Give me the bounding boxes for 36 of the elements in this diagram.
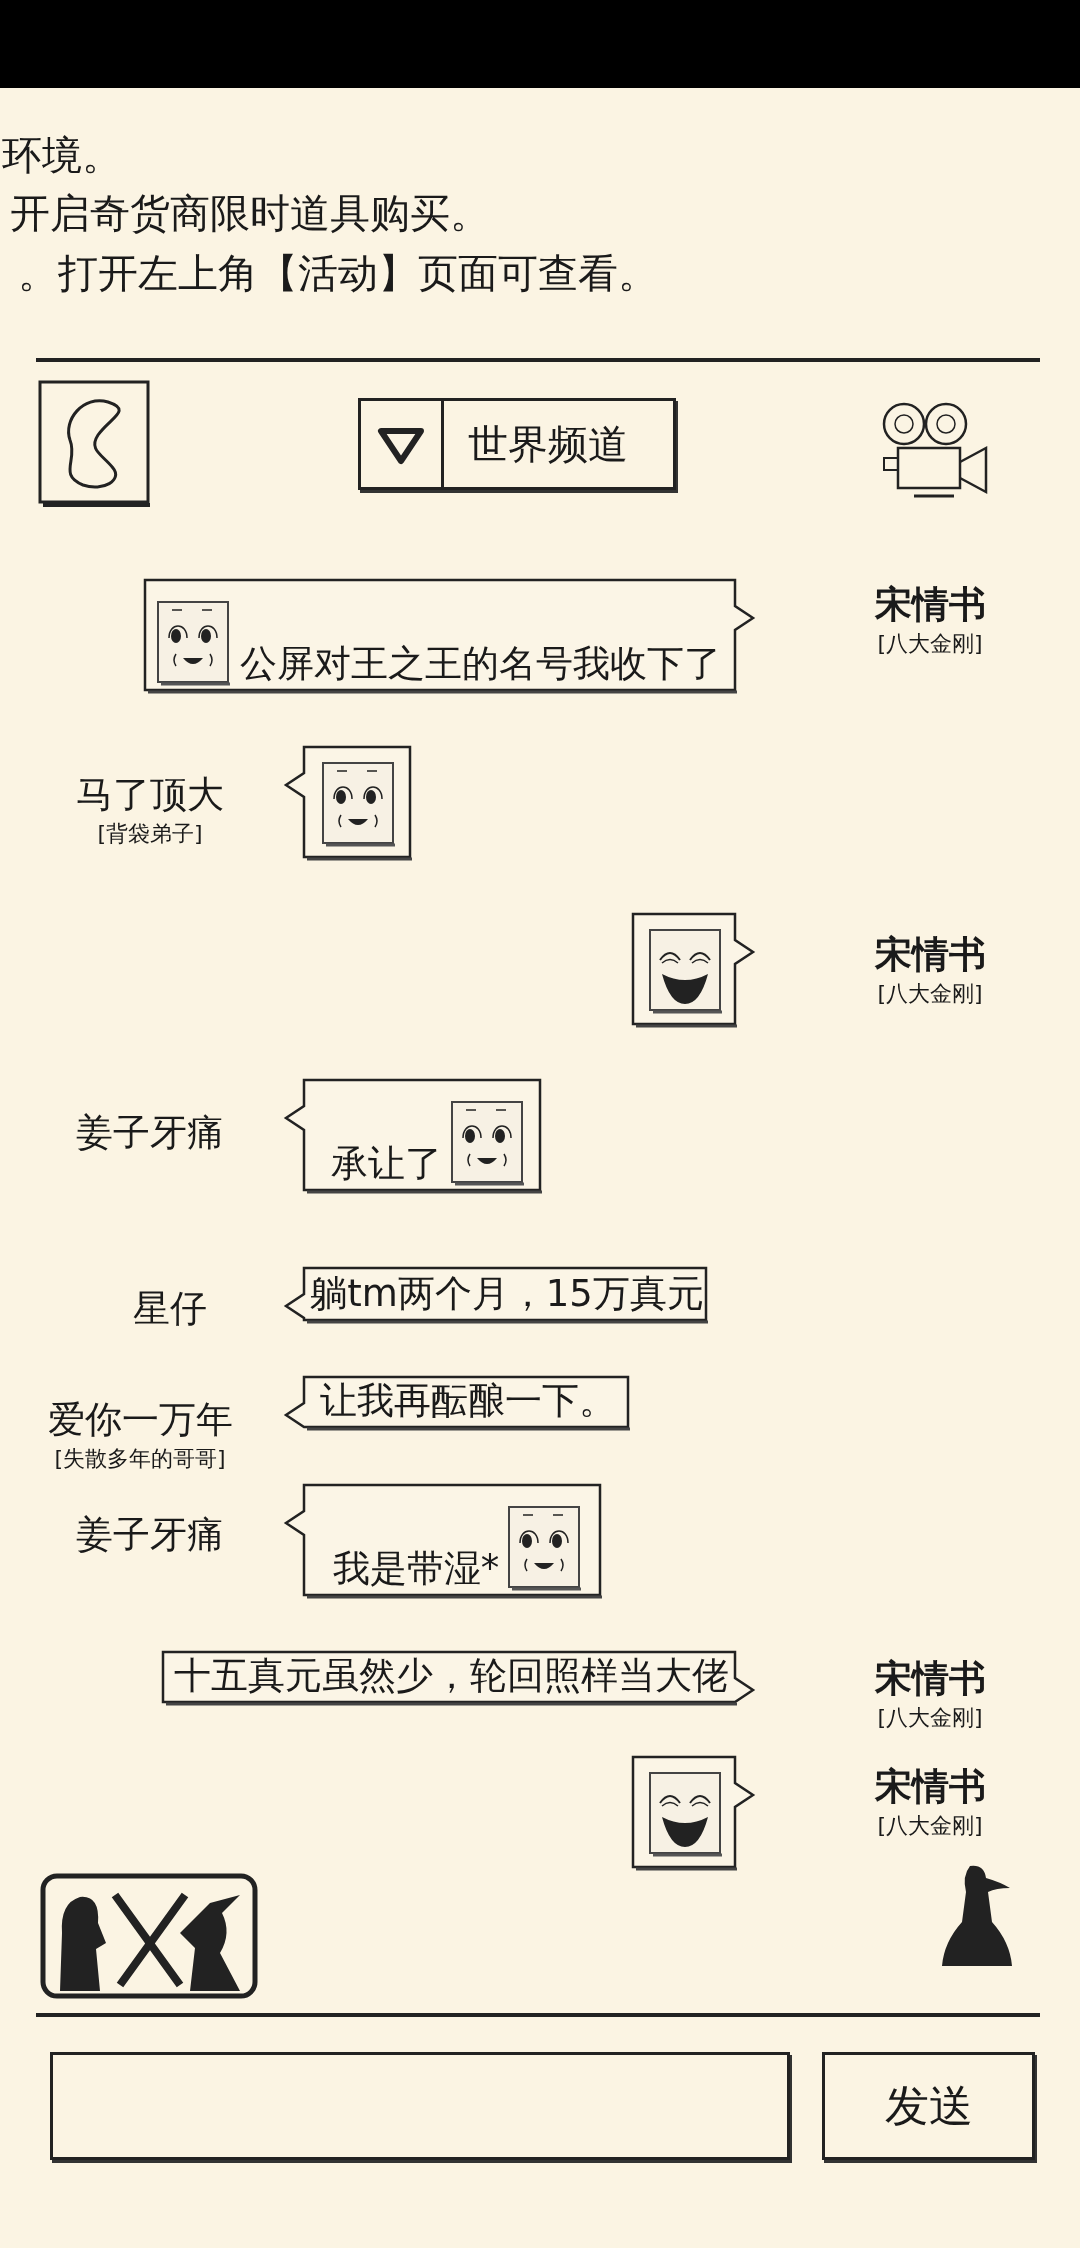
sender-name: 宋情书	[873, 1764, 987, 1810]
sender-name: 宋情书	[873, 582, 987, 628]
sender-name: 宋情书	[873, 932, 987, 978]
message-text: 公屏对王之王的名号我收下了	[239, 641, 721, 686]
message-text: 承让了	[330, 1141, 442, 1186]
sender-name: 爱你一万年	[46, 1397, 234, 1443]
sender-name: 姜子牙痛	[75, 1110, 225, 1156]
status-bar	[0, 0, 1080, 88]
message-text: 十五真元虽然少，轮回照样当大佬	[173, 1653, 729, 1698]
notice-text: 环境。	[2, 131, 122, 180]
speech-bubble	[282, 1375, 628, 1431]
sender-title: [失散多年的哥哥]	[53, 1445, 227, 1473]
sender-title: [八大金刚]	[876, 1812, 984, 1840]
sender-title: [背袋弟子]	[96, 820, 204, 848]
send-button: 发送	[822, 2052, 1035, 2160]
notice-text: 开启奇货商限时道具购买。	[10, 189, 490, 238]
notice-text: 。打开左上角【活动】页面可查看。	[18, 249, 658, 298]
channel-name: 世界频道	[468, 419, 628, 469]
sender-name: 马了顶大	[75, 772, 225, 818]
sender-name: 星仔	[132, 1286, 208, 1332]
sender-title: [八大金刚]	[876, 1704, 984, 1732]
sender-name: 宋情书	[873, 1656, 987, 1702]
speech-bubble	[282, 1266, 706, 1324]
message-text: 我是带湿*	[332, 1546, 500, 1591]
speech-bubble	[163, 1650, 757, 1706]
sender-title: [八大金刚]	[876, 980, 984, 1008]
message-text: 让我再酝酿一下。	[320, 1378, 616, 1423]
speech-bubble	[633, 1755, 757, 1871]
speech-bubble	[633, 912, 757, 1028]
speech-bubble	[282, 1078, 540, 1194]
sender-name: 姜子牙痛	[75, 1512, 225, 1558]
sender-title: [八大金刚]	[876, 630, 984, 658]
speech-bubble	[282, 745, 410, 861]
speech-bubble	[282, 1483, 600, 1599]
speech-bubble	[145, 578, 757, 694]
message-text: 躺tm两个月，15万真元	[310, 1271, 704, 1316]
